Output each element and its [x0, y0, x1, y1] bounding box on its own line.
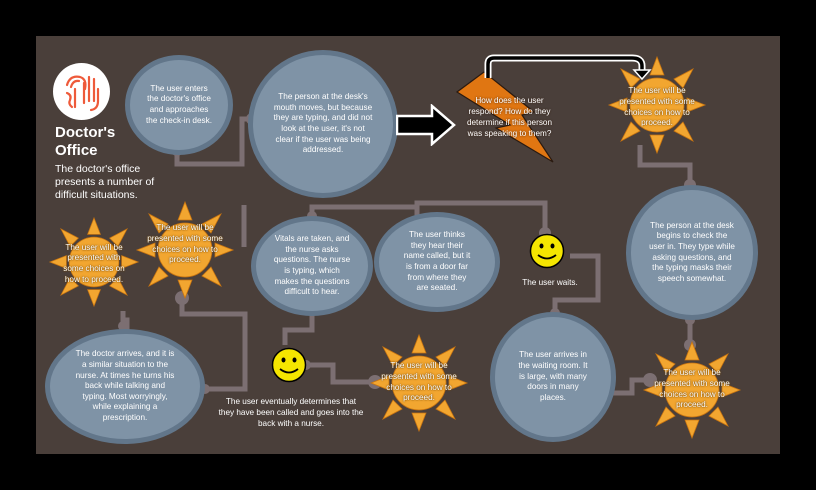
sun-icon: [642, 340, 742, 440]
waits-text: The user waits.: [522, 278, 578, 287]
lightning-bolt-icon: [455, 71, 554, 163]
step-hears-name-text: The user thinks they hear their name cal…: [403, 230, 471, 293]
choices-4-text: The user will be presented with some cho…: [147, 223, 223, 265]
logo-badge: [53, 63, 110, 120]
arrow-right-icon: [396, 104, 456, 146]
sun-icon: [607, 55, 707, 155]
step-doctor-bubble: The doctor arrives, and it is a similar …: [45, 329, 205, 444]
step-waiting-room-text: The user arrives in the waiting room. It…: [518, 350, 588, 402]
step-mouth-text: The person at the desk's mouth moves, bu…: [273, 92, 373, 155]
step-checkin-bubble: The person at the desk begins to check t…: [626, 185, 758, 320]
question-text: How does the user respond? How do they d…: [466, 96, 553, 139]
curved-arrow-icon: [484, 54, 652, 81]
step-doctor-text: The doctor arrives, and it is a similar …: [75, 349, 175, 423]
step-hears-name-bubble: The user thinks they hear their name cal…: [374, 212, 500, 312]
step-waiting-room-bubble: The user arrives in the waiting room. It…: [490, 312, 616, 442]
smiley-face-icon: [271, 347, 307, 383]
sun-icon: [48, 216, 140, 308]
page-subtitle: The doctor's office presents a number of…: [55, 163, 155, 202]
smiley-face-icon: [529, 233, 565, 269]
choices-1-text: The user will be presented with some cho…: [619, 86, 695, 128]
step-mouth-bubble: The person at the desk's mouth moves, bu…: [248, 50, 398, 198]
step-enter-text: The user enters the doctor's office and …: [146, 83, 212, 125]
choices-5-text: The user will be presented with some cho…: [63, 242, 125, 284]
sun-icon: [135, 200, 235, 300]
step-vitals-bubble: Vitals are taken, and the nurse asks que…: [251, 216, 373, 316]
determines-text: The user eventually determines that they…: [218, 397, 364, 429]
step-vitals-text: Vitals are taken, and the nurse asks que…: [273, 234, 351, 297]
choices-3-text: The user will be presented with some cho…: [381, 361, 457, 403]
hand-ear-icon: [65, 75, 100, 112]
step-enter-bubble: The user enters the doctor's office and …: [125, 55, 233, 155]
title-line-1: Doctor's: [55, 124, 116, 141]
title-line-2: Office: [55, 141, 98, 159]
page-title: Doctor's Office: [55, 124, 115, 159]
sun-icon: [369, 333, 469, 433]
choices-2-text: The user will be presented with some cho…: [654, 368, 730, 410]
step-checkin-text: The person at the desk begins to check t…: [649, 220, 735, 283]
